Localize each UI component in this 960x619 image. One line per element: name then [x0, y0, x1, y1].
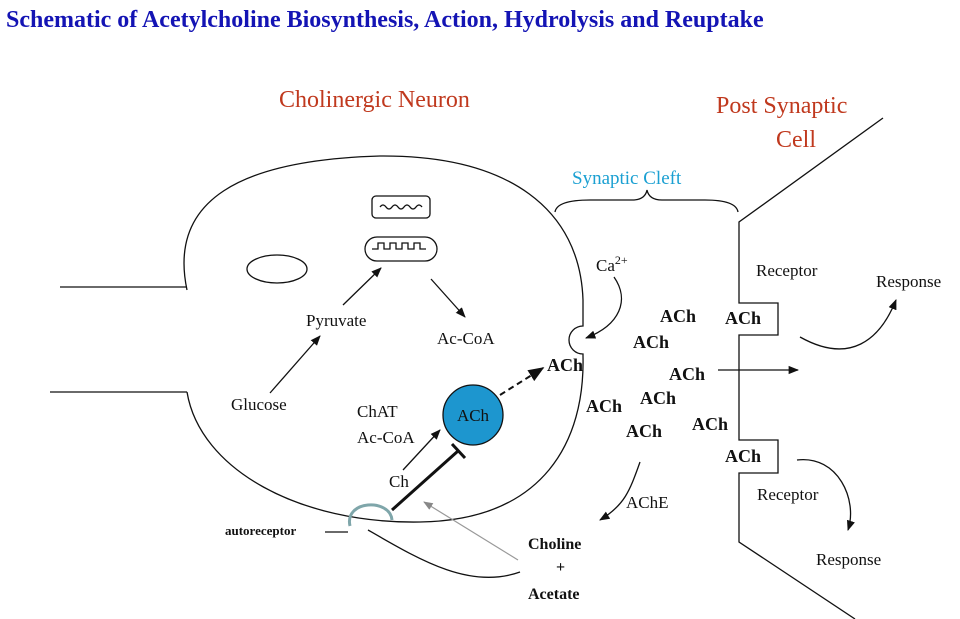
chat-ac-coa-label: Ac-CoA	[357, 428, 415, 447]
glucose-label: Glucose	[231, 395, 287, 414]
ribosome-box	[371, 195, 431, 219]
ac-coa-label: Ac-CoA	[437, 329, 495, 348]
response-top-label: Response	[876, 272, 941, 291]
mitochondrion-cristae	[372, 242, 426, 250]
post-synaptic-label-line1: Post Synaptic	[716, 93, 847, 119]
receptor-top-label: Receptor	[756, 261, 818, 280]
release-dashed-arrow	[499, 367, 545, 396]
release-ach-label: ACh	[547, 355, 583, 375]
acetate-product-label: Acetate	[528, 586, 580, 603]
autoreceptor-shape	[348, 503, 394, 527]
post-synaptic-label-line2: Cell	[776, 127, 816, 153]
vesicle-ach-label: ACh	[457, 406, 490, 425]
response-top-arrow	[799, 299, 897, 350]
cleft-ach-2: ACh	[633, 332, 669, 352]
ache-hydrolysis-arrow	[599, 461, 641, 521]
choline-product-label: Choline	[528, 536, 581, 553]
bound-ach-bottom: ACh	[725, 446, 761, 466]
squiggle-icon	[379, 204, 423, 210]
choline-ch-label: Ch	[389, 472, 409, 491]
inhibition-bar	[450, 442, 467, 460]
autoreceptor-label: autoreceptor	[225, 523, 296, 538]
pyruvate-label: Pyruvate	[306, 311, 366, 330]
ch-to-vesicle-arrow	[402, 429, 441, 471]
diagram-title: Schematic of Acetylcholine Biosynthesis,…	[6, 7, 764, 33]
autoreceptor-inhibition-line	[391, 449, 459, 512]
ache-label: AChE	[626, 493, 669, 512]
cleft-ach-4: ACh	[640, 388, 676, 408]
synaptic-cleft-brace	[554, 189, 739, 213]
cleft-ach-3: ACh	[669, 364, 705, 384]
response-bottom-label: Response	[816, 550, 881, 569]
nucleus-oval	[246, 254, 308, 284]
plus-sign: +	[556, 559, 565, 576]
pyruvate-to-mitochondrion-arrow	[342, 267, 382, 306]
calcium-influx-arrow	[585, 276, 623, 339]
reuptake-arrow	[423, 501, 519, 561]
receptor-bottom-label: Receptor	[757, 485, 819, 504]
cleft-ach-5: ACh	[586, 396, 622, 416]
mitochondrion	[364, 236, 438, 262]
cleft-ach-7: ACh	[626, 421, 662, 441]
bound-ach-top: ACh	[725, 308, 761, 328]
glucose-to-pyruvate-arrow	[269, 335, 321, 394]
cleft-ach-6: ACh	[692, 414, 728, 434]
neuron-membrane	[183, 155, 584, 523]
mitochondrion-to-accoa-arrow	[430, 278, 466, 318]
response-bottom-arrow	[796, 459, 855, 531]
post-synaptic-membrane	[738, 117, 884, 619]
neuron-label: Cholinergic Neuron	[279, 87, 470, 113]
synaptic-cleft-label: Synaptic Cleft	[572, 168, 682, 189]
chat-label: ChAT	[357, 402, 398, 421]
calcium-label: Ca2+	[596, 253, 628, 275]
cleft-ach-1: ACh	[660, 306, 696, 326]
ach-vesicle	[442, 384, 504, 446]
reuptake-loop-curve	[367, 529, 521, 579]
